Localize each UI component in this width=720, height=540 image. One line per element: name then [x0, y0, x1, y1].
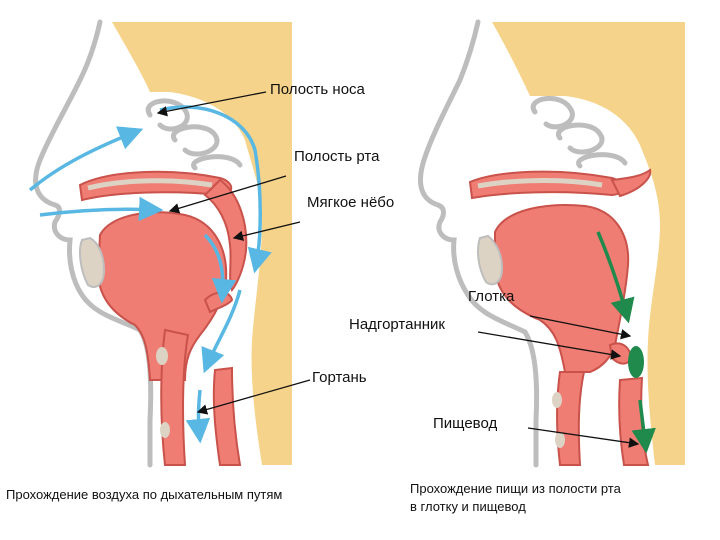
left-nasal-conchae: [145, 98, 243, 171]
leader-soft-palate: [232, 221, 301, 241]
label-epiglottis: Надгортанник: [349, 316, 445, 333]
caption-right-line1: Прохождение пищи из полости рта: [410, 481, 621, 496]
right-soft-palate: [610, 168, 652, 198]
leader-epiglottis: [477, 331, 622, 360]
left-hard-palate: [78, 170, 233, 202]
left-air-flow-arrows: [28, 105, 272, 444]
right-tongue: [494, 204, 630, 373]
label-oral-cavity: Полость рта: [294, 148, 380, 165]
right-epiglottis: [608, 342, 632, 365]
right-head-illustration: [418, 19, 685, 468]
label-larynx: Гортань: [312, 369, 367, 386]
right-food-flow-arrows: [596, 231, 656, 454]
right-head-tissue: [492, 22, 685, 465]
left-head-illustration: [28, 19, 292, 468]
right-face-outline: [418, 19, 540, 468]
label-pharynx: Глотка: [468, 288, 515, 305]
label-soft-palate: Мягкое нёбо: [307, 194, 395, 211]
left-tongue: [96, 211, 228, 381]
label-esophagus: Пищевод: [433, 415, 498, 432]
leader-oral-cavity: [168, 175, 287, 214]
left-esophagus: [212, 366, 242, 466]
caption-left: Прохождение воздуха по дыхательным путям: [6, 487, 283, 502]
leader-lines: [156, 91, 640, 448]
right-nasal-conchae: [530, 95, 628, 169]
leader-pharynx: [529, 315, 632, 340]
right-teeth: [477, 234, 504, 286]
leader-esophagus: [527, 427, 640, 448]
leader-larynx: [196, 379, 311, 415]
right-food-bolus: [628, 346, 644, 378]
label-nasal-cavity: Полость носа: [270, 81, 365, 98]
right-larynx: [556, 371, 586, 466]
leader-nasal-cavity: [156, 91, 267, 117]
left-epiglottis: [203, 291, 234, 314]
caption-right-line2: в глотку и пищевод: [410, 499, 526, 514]
left-teeth: [79, 236, 106, 288]
